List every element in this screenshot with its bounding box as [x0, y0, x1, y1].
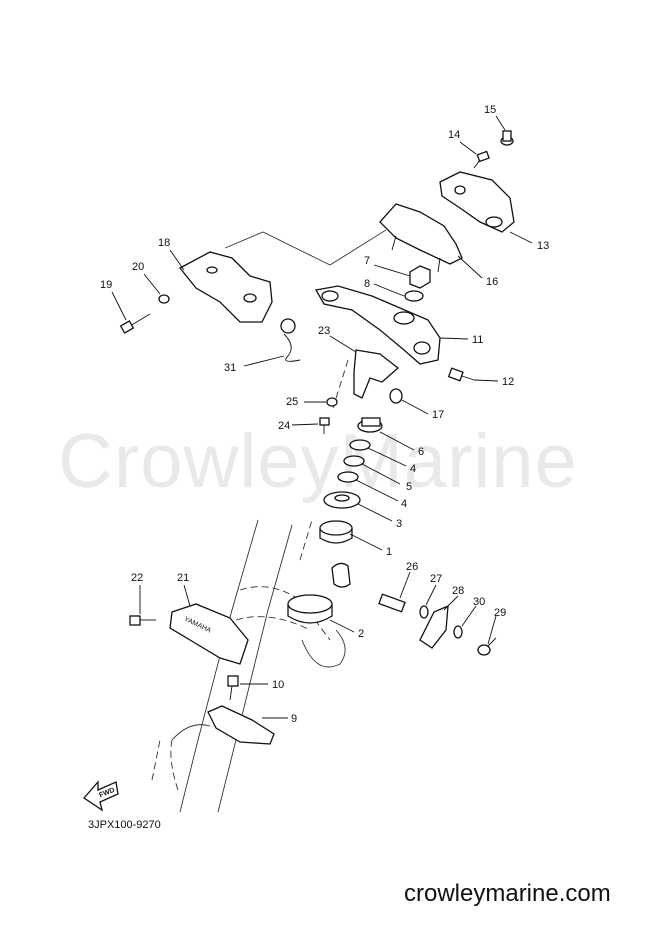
part-23-bracket: [353, 349, 400, 399]
part-24-screw: [319, 417, 330, 434]
watermark: CrowleyMarine: [58, 419, 578, 504]
part-27-washer: [419, 605, 429, 619]
diagram-code: 3JPX100-9270: [88, 819, 161, 831]
guide-line-23-25: [332, 359, 349, 409]
part-30-washer: [453, 625, 463, 639]
part-4-washer-lower: [337, 471, 359, 483]
callout-29: 29: [494, 607, 506, 619]
part-11-column-holder: [314, 285, 441, 365]
part-21-bracket: YAMAHA: [169, 603, 249, 665]
callout-19: 19: [100, 279, 112, 291]
part-26-pin: [378, 593, 406, 613]
part-28-plate: [419, 604, 449, 649]
steering-pole-outline: [151, 519, 346, 813]
callout-7: 7: [364, 255, 370, 267]
guide-line-18-16: [224, 229, 387, 266]
callout-8: 8: [364, 278, 370, 290]
part-8-washer: [404, 290, 424, 302]
callout-28: 28: [452, 585, 464, 597]
part-31-clip: [280, 318, 301, 362]
callout-30: 30: [473, 596, 485, 608]
callout-5: 5: [406, 481, 412, 493]
part-7-nut: [409, 265, 431, 289]
part-15-screw: [500, 130, 514, 146]
part-16-upper-cover: [379, 203, 463, 273]
callout-26: 26: [406, 561, 418, 573]
part-5-washer: [343, 455, 365, 467]
callout-18: 18: [158, 237, 170, 249]
part-10-bolt: [227, 675, 239, 701]
callout-4-upper: 4: [410, 463, 416, 475]
callout-1: 1: [386, 546, 392, 558]
callout-13: 13: [537, 240, 549, 252]
part-18-bracket: [179, 251, 273, 323]
callout-25: 25: [286, 396, 298, 408]
part-2-bushing-lower: [287, 594, 333, 624]
callout-3: 3: [396, 518, 402, 530]
part-22-bolt: [129, 615, 156, 626]
site-url: crowleymarine.com: [404, 880, 611, 907]
callout-9: 9: [291, 713, 297, 725]
callout-12: 12: [502, 376, 514, 388]
callout-27: 27: [430, 573, 442, 585]
part-1-bushing: [319, 520, 353, 544]
part-17-collar: [389, 388, 403, 404]
callout-20: 20: [132, 261, 144, 273]
callout-2: 2: [358, 628, 364, 640]
callout-4-lower: 4: [401, 498, 407, 510]
callout-31: 31: [224, 362, 236, 374]
callout-22: 22: [131, 572, 143, 584]
callout-15: 15: [484, 104, 496, 116]
callout-23: 23: [318, 325, 330, 337]
part-14-bolt: [473, 150, 490, 169]
part-3-bearing-seal: [323, 491, 361, 509]
part-9-lower-bracket: [207, 705, 275, 745]
part-6-nut: [357, 417, 383, 433]
callout-14: 14: [448, 129, 460, 141]
callout-labels: 15 14 13 16 18 20 19 7 8 11 23 31 12 25 …: [100, 104, 549, 725]
callout-10: 10: [272, 679, 284, 691]
part-20-nut: [158, 294, 170, 304]
part-4-washer-upper: [349, 439, 371, 451]
callout-24: 24: [278, 420, 290, 432]
part-12-bolt: [447, 367, 475, 382]
callout-6: 6: [418, 446, 424, 458]
callout-leaders: [111, 115, 533, 719]
part-19-bolt: [119, 313, 151, 334]
callout-16: 16: [486, 276, 498, 288]
part-25-nut: [326, 397, 338, 407]
part-13-cover: [439, 171, 515, 233]
collar-insert: [331, 562, 351, 588]
part-29-bolt: [477, 637, 497, 656]
callout-11: 11: [472, 334, 483, 346]
callout-17: 17: [432, 409, 444, 421]
callout-21: 21: [177, 572, 189, 584]
fwd-arrow-icon: FWD: [83, 780, 119, 812]
